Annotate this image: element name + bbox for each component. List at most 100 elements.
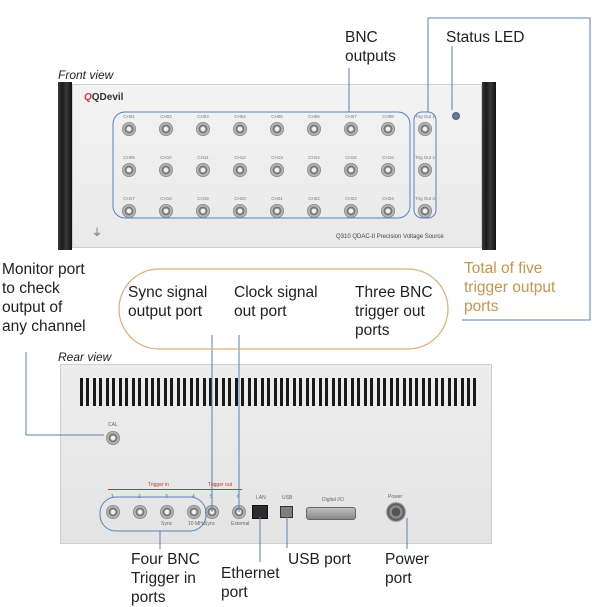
channel-bnc-port[interactable] <box>233 122 247 136</box>
ground-icon: ⏚ <box>92 228 102 239</box>
vent-slot <box>170 378 174 406</box>
vent-slot <box>267 378 271 406</box>
vent-slot <box>150 378 154 406</box>
channel-label: CH18 <box>160 196 172 201</box>
trig-out-bnc-port[interactable] <box>418 204 432 218</box>
channel-bnc-port[interactable] <box>122 122 136 136</box>
channel-label: CH22 <box>308 196 320 201</box>
channel-bnc-port[interactable] <box>381 122 395 136</box>
vent-slot <box>350 378 354 406</box>
channel-label: CH20 <box>234 196 246 201</box>
channel-bnc-port[interactable] <box>196 204 210 218</box>
left-rack-ear <box>58 82 72 250</box>
channel-label: CH13 <box>271 155 283 160</box>
rear-view-label: Rear view <box>58 350 112 364</box>
vent-slot <box>112 378 116 406</box>
channel-bnc-port[interactable] <box>270 122 284 136</box>
channel-bnc-port[interactable] <box>159 122 173 136</box>
vent-slot <box>215 378 219 406</box>
vent-slot <box>305 378 309 406</box>
vent-slot <box>273 378 277 406</box>
front-view-label: Front view <box>58 68 114 82</box>
channel-bnc-port[interactable] <box>159 163 173 177</box>
channel-label: CH10 <box>160 155 172 160</box>
vent-slot <box>189 378 193 406</box>
vent-slot <box>260 378 264 406</box>
status-led <box>452 112 460 120</box>
channel-bnc-port[interactable] <box>196 122 210 136</box>
channel-bnc-port[interactable] <box>344 204 358 218</box>
vent-slot <box>202 378 206 406</box>
channel-label: CH03 <box>197 114 209 119</box>
channel-bnc-port[interactable] <box>344 163 358 177</box>
total-trigger-callout: Total of five trigger output ports <box>464 260 556 315</box>
trigger-out-port[interactable] <box>205 505 219 519</box>
channel-label: CH24 <box>382 196 394 201</box>
trigger-out-port[interactable] <box>232 505 246 519</box>
channel-label: CH15 <box>345 155 357 160</box>
trigger-in-sublabel: 10 MHz <box>188 521 206 527</box>
trigger-in-port[interactable] <box>187 505 201 519</box>
trigger-in-number: 4 <box>192 494 195 500</box>
vent-slot <box>338 378 341 406</box>
vent-slot <box>318 378 322 406</box>
front-panel-device: QQDevil Q310 QDAC-II Precision Voltage S… <box>58 82 496 250</box>
trigger-out-number: 5 <box>210 494 213 500</box>
channel-bnc-port[interactable] <box>307 163 321 177</box>
channel-bnc-port[interactable] <box>307 122 321 136</box>
channel-bnc-port[interactable] <box>122 204 136 218</box>
vent-slot <box>421 378 425 406</box>
channel-bnc-port[interactable] <box>270 163 284 177</box>
trig-out-bnc-port[interactable] <box>418 163 432 177</box>
trigger-in-number: 2 <box>138 494 141 500</box>
trigger-in-port[interactable] <box>160 505 174 519</box>
clock-signal-callout: Clock signal out port <box>234 284 318 320</box>
vent-slot <box>196 378 200 406</box>
vent-slot <box>460 378 464 406</box>
cal-port[interactable] <box>106 431 120 445</box>
vent-slot <box>408 378 412 406</box>
trigger-in-label: Trigger in <box>148 482 169 488</box>
channel-label: CH04 <box>234 114 246 119</box>
trigger-in-port[interactable] <box>106 505 120 519</box>
vent-slot <box>241 378 245 406</box>
channel-label: CH11 <box>197 155 209 160</box>
vent-slot <box>176 378 180 406</box>
channel-bnc-port[interactable] <box>381 204 395 218</box>
channel-bnc-port[interactable] <box>270 204 284 218</box>
vent-slot <box>138 378 142 406</box>
channel-label: CH21 <box>271 196 283 201</box>
vent-slot <box>434 378 438 406</box>
vent-slot <box>357 378 361 406</box>
trig-out-bnc-port[interactable] <box>418 122 432 136</box>
digital-io-label: Digital I/O <box>322 497 344 503</box>
power-label: Power <box>388 494 403 500</box>
channel-bnc-port[interactable] <box>196 163 210 177</box>
ethernet-port[interactable] <box>252 505 268 519</box>
trigger-in-port[interactable] <box>133 505 147 519</box>
vent-slot <box>279 378 283 406</box>
channel-label: CH06 <box>308 114 320 119</box>
channel-bnc-port[interactable] <box>233 204 247 218</box>
vent-slot <box>131 378 135 406</box>
vent-slot <box>99 378 103 406</box>
trigger-in-number: 3 <box>165 494 168 500</box>
three-bnc-callout: Three BNC trigger out ports <box>355 284 433 339</box>
digital-io-port[interactable] <box>306 507 356 520</box>
vent-slot <box>234 378 238 406</box>
channel-label: CH08 <box>382 114 394 119</box>
channel-bnc-port[interactable] <box>233 163 247 177</box>
vent-slot <box>396 378 400 406</box>
channel-bnc-port[interactable] <box>381 163 395 177</box>
trig-out-label: Trig Out 3 <box>415 196 435 201</box>
power-port[interactable] <box>386 502 406 522</box>
channel-bnc-port[interactable] <box>307 204 321 218</box>
trigger-out-underline <box>206 489 242 490</box>
channel-label: CH17 <box>123 196 135 201</box>
vent-slot <box>454 378 458 406</box>
vent-slot <box>183 378 187 406</box>
channel-bnc-port[interactable] <box>344 122 358 136</box>
channel-bnc-port[interactable] <box>159 204 173 218</box>
usb-port[interactable] <box>280 506 293 518</box>
channel-bnc-port[interactable] <box>122 163 136 177</box>
